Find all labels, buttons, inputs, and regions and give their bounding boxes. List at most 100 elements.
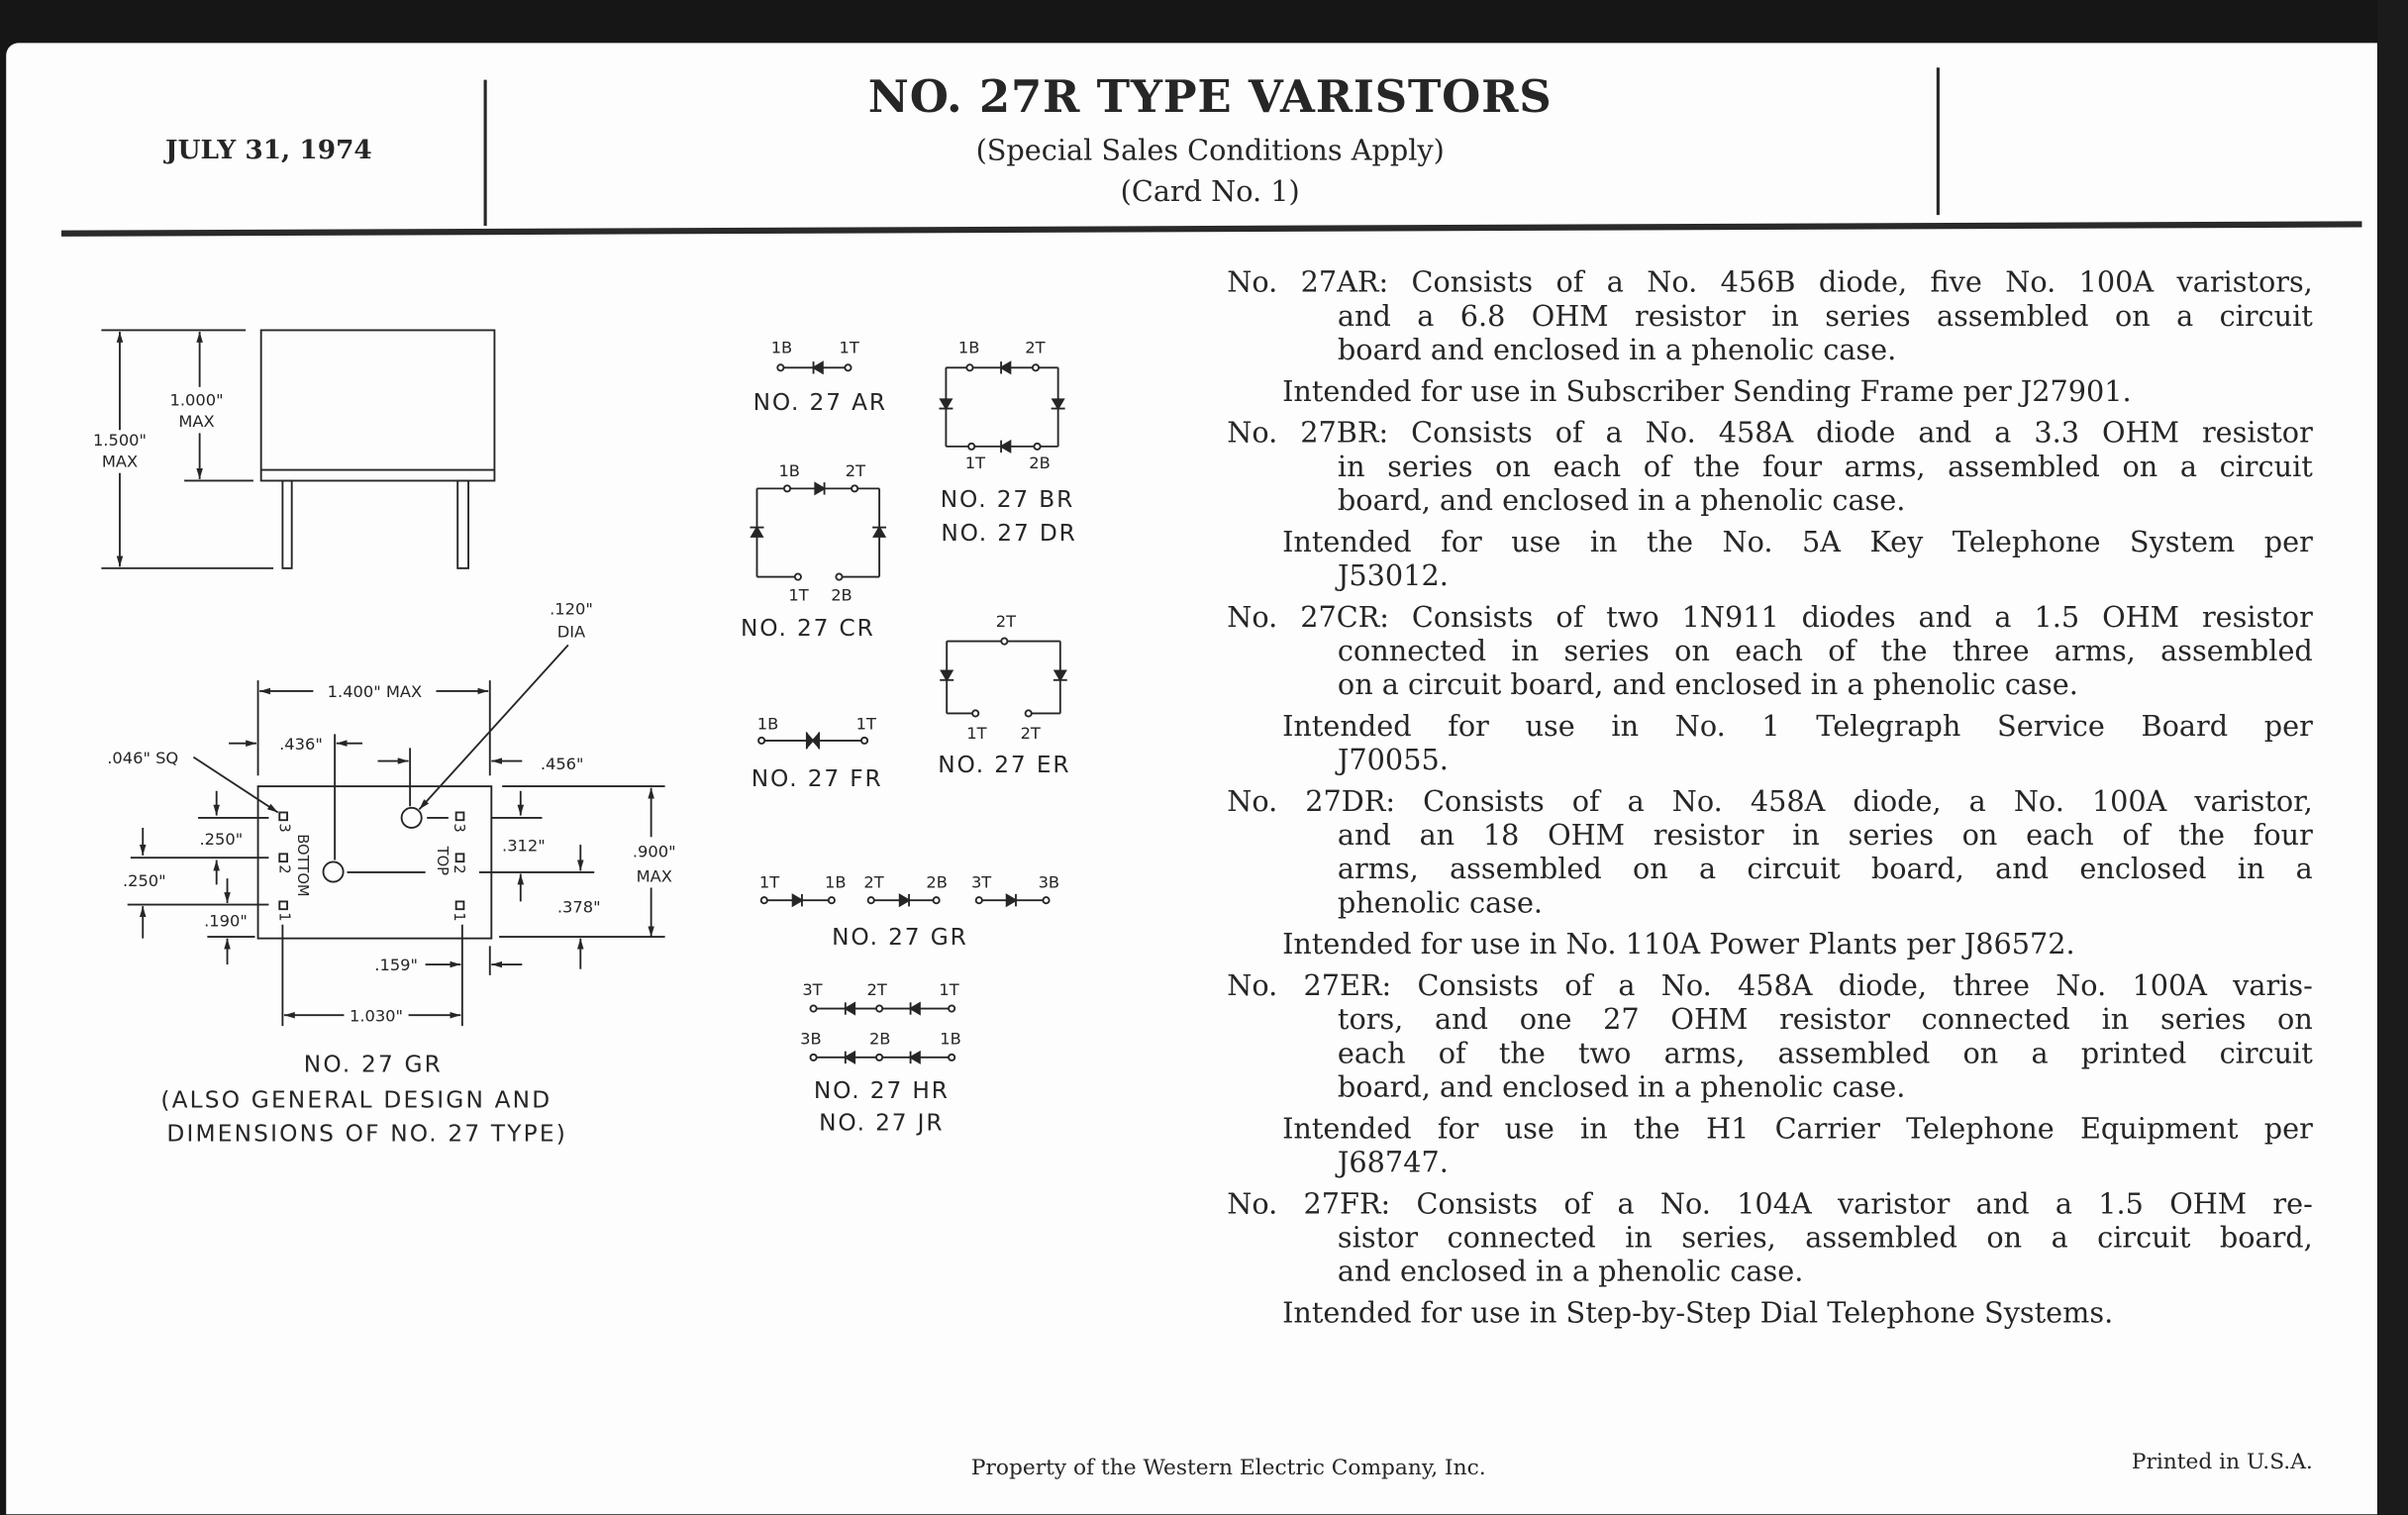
drawing-caption-line-2: DIMENSIONS OF NO. 27 TYPE) bbox=[166, 1120, 567, 1147]
page-title: NO. 27R TYPE VARISTORS bbox=[867, 70, 1553, 124]
er-caption: NO. 27 ER bbox=[938, 752, 1070, 778]
terminal-node bbox=[965, 363, 974, 372]
br-pin-1b: 1B bbox=[958, 339, 980, 357]
diode-icon bbox=[908, 1001, 921, 1016]
gr-pin-3b: 3B bbox=[1039, 872, 1060, 891]
spec-description-line: No. 27ER: Consists of a No. 458A diode, … bbox=[1227, 970, 2313, 1004]
cr-pin-2b: 2B bbox=[831, 585, 853, 604]
footer-property: Property of the Western Electric Company… bbox=[970, 1456, 1486, 1481]
spec-description-line: arms, assembled on a circuit board, and … bbox=[1337, 854, 2313, 886]
cr-pin-1t: 1T bbox=[788, 585, 808, 604]
pin-number-2-left: 2 bbox=[275, 864, 292, 873]
terminal-node bbox=[875, 1004, 884, 1013]
dim-hole-dia-label: DIA bbox=[557, 623, 585, 642]
issue-date: JULY 31, 1974 bbox=[165, 135, 372, 166]
terminal-node bbox=[759, 896, 768, 905]
terminal-node bbox=[844, 363, 853, 372]
diode-icon bbox=[791, 893, 804, 908]
terminal-pin-square bbox=[454, 853, 465, 863]
pin-number-3-right: 3 bbox=[451, 823, 467, 832]
terminal-node bbox=[835, 572, 844, 581]
ar-pin-1b: 1B bbox=[771, 339, 793, 357]
terminal-node bbox=[875, 1053, 884, 1061]
hr-caption: NO. 27 HR bbox=[814, 1077, 950, 1104]
drawing-caption-title: NO. 27 GR bbox=[304, 1052, 443, 1078]
spec-description-line: phenolic case. bbox=[1337, 886, 1544, 920]
terminal-node bbox=[860, 736, 869, 745]
terminal-node bbox=[809, 1004, 818, 1013]
er-pin-2t-top: 2T bbox=[996, 612, 1016, 631]
spec-description-line: in series on each of the four arms, asse… bbox=[1337, 451, 2313, 484]
terminal-pin-square bbox=[278, 853, 288, 863]
terminal-node bbox=[776, 363, 785, 372]
dim-159: .159" bbox=[374, 956, 418, 974]
terminal-pin-side-view bbox=[281, 479, 293, 569]
spec-description-line: board, and enclosed in a phenolic case. bbox=[1337, 484, 1906, 518]
cr-caption: NO. 27 CR bbox=[741, 615, 875, 642]
intended-use-line: Intended for use in the H1 Carrier Telep… bbox=[1282, 1113, 2313, 1146]
fr-caption: NO. 27 FR bbox=[752, 765, 883, 792]
diode-icon bbox=[750, 525, 764, 538]
terminal-pin-side-view bbox=[456, 479, 469, 569]
br-pin-2t: 2T bbox=[1025, 339, 1045, 357]
dim-total-height: 1.500" bbox=[93, 431, 147, 450]
spec-description-line: board and enclosed in a phenolic case. bbox=[1337, 334, 1897, 367]
terminal-node bbox=[793, 572, 802, 581]
fr-pin-1t: 1T bbox=[856, 715, 876, 734]
er-pin-2t: 2T bbox=[1021, 724, 1041, 743]
gr-pin-3t: 3T bbox=[971, 872, 991, 891]
er-pin-1t: 1T bbox=[966, 724, 986, 743]
spec-description-line: each of the two arms, assembled on a pri… bbox=[1337, 1038, 2313, 1070]
gr-pin-2b: 2B bbox=[926, 872, 948, 891]
paper bbox=[6, 43, 2377, 1515]
hr-pin-2t: 2T bbox=[866, 980, 886, 999]
ar-pin-1t: 1T bbox=[840, 339, 859, 357]
dim-378: .378" bbox=[557, 897, 601, 916]
spec-description-line: board, and enclosed in a phenolic case. bbox=[1337, 1070, 1906, 1104]
pin-number-2-right: 2 bbox=[451, 864, 467, 873]
br-pin-1t: 1T bbox=[965, 454, 985, 472]
terminal-node bbox=[971, 709, 980, 718]
dim-body-height: 1.000" bbox=[170, 390, 224, 409]
hr-pin-1t: 1T bbox=[939, 980, 958, 999]
dimension-arrow bbox=[192, 756, 279, 814]
mounting-hole bbox=[400, 806, 423, 829]
diode-icon bbox=[872, 525, 887, 538]
diode-icon bbox=[814, 481, 827, 496]
diode-icon bbox=[1053, 669, 1067, 682]
dimension-arrow bbox=[418, 644, 569, 811]
intended-use-line: J68747. bbox=[1337, 1147, 1449, 1179]
br-caption: NO. 27 BR bbox=[941, 486, 1074, 513]
component-body-side-view bbox=[259, 329, 496, 482]
terminal-node bbox=[866, 896, 875, 905]
diode-icon bbox=[811, 360, 824, 375]
spec-description-line: No. 27AR: Consists of a No. 456B diode, … bbox=[1227, 266, 2313, 300]
terminal-node bbox=[851, 484, 859, 493]
terminal-node bbox=[827, 896, 836, 905]
jr-caption: NO. 27 JR bbox=[819, 1110, 944, 1137]
spec-description-line: No. 27CR: Consists of two 1N911 diodes a… bbox=[1227, 602, 2313, 635]
hr-pin-3t: 3T bbox=[802, 980, 822, 999]
cr-pin-1b: 1B bbox=[778, 461, 800, 480]
gr-schematic-caption: NO. 27 GR bbox=[832, 924, 967, 951]
intended-use-line: J53012. bbox=[1337, 559, 1449, 593]
terminal-node bbox=[1031, 363, 1041, 372]
terminal-node bbox=[757, 736, 766, 745]
dim-900-max: MAX bbox=[637, 866, 672, 885]
bottom-side-label: BOTTOM bbox=[294, 834, 311, 896]
gr-pin-1t: 1T bbox=[759, 872, 779, 891]
dim-pin-square: .046" SQ bbox=[107, 749, 178, 767]
card-number: (Card No. 1) bbox=[1120, 176, 1300, 209]
dr-caption: NO. 27 DR bbox=[941, 520, 1076, 547]
dim-190: .190" bbox=[204, 911, 248, 930]
dim-total-height-max: MAX bbox=[102, 453, 138, 471]
intended-use-line: Intended for use in No. 1 Telegraph Serv… bbox=[1282, 711, 2313, 744]
spec-description-line: No. 27FR: Consists of a No. 104A varisto… bbox=[1227, 1188, 2313, 1222]
dim-456: .456" bbox=[541, 755, 584, 773]
diode-icon bbox=[939, 398, 953, 411]
dim-250-upper: .250" bbox=[199, 830, 243, 849]
terminal-node bbox=[1042, 896, 1051, 905]
top-side-label: TOP bbox=[434, 846, 451, 876]
terminal-node bbox=[948, 1004, 956, 1013]
